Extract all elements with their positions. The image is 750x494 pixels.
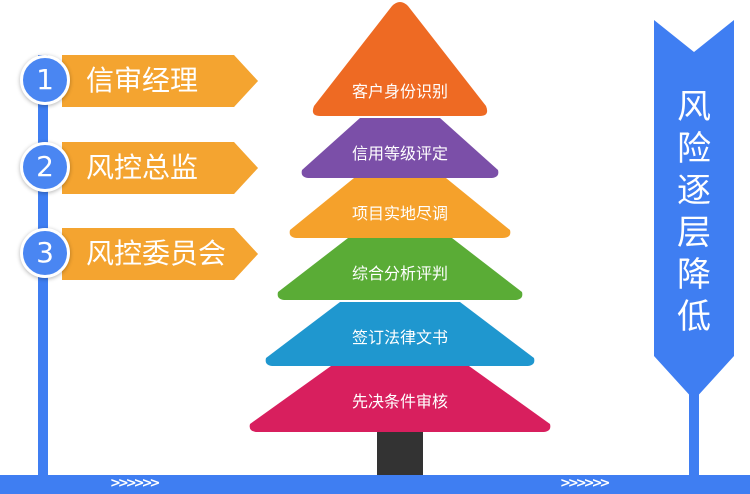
step-number-badge: 3 <box>20 228 70 278</box>
tier-5: 签订法律文书 <box>240 300 560 370</box>
banner-char: 层 <box>677 213 711 253</box>
tier-label: 综合分析评判 <box>351 264 448 283</box>
banner-char: 风 <box>677 87 711 127</box>
step-label: 风控委员会 <box>86 237 227 270</box>
tier-shape <box>289 178 511 238</box>
banner-char: 险 <box>677 129 711 169</box>
step-tab <box>62 142 258 194</box>
banner-char: 低 <box>677 297 711 337</box>
tier-shape <box>301 118 499 178</box>
chevron-right-icon: >>>>>> <box>560 476 610 491</box>
risk-banner <box>654 20 734 400</box>
tier-3: 项目实地尽调 <box>240 176 560 242</box>
tier-shape <box>265 302 535 366</box>
step-tab <box>62 228 258 280</box>
step-item-1: 信审经理 1 <box>0 55 270 107</box>
banner-char: 逐 <box>677 171 711 211</box>
tier-label: 签订法律文书 <box>351 328 448 347</box>
tier-shape <box>277 238 523 300</box>
step-number-badge: 2 <box>20 142 70 192</box>
right-frame-line <box>689 392 699 484</box>
tier-label: 先决条件审核 <box>351 392 448 411</box>
tree-trunk <box>377 426 423 478</box>
chevron-right-icon: >>>>>> <box>110 476 160 491</box>
step-item-2: 风控总监 2 <box>0 142 270 194</box>
tier-2: 信用等级评定 <box>240 116 560 182</box>
tier-label: 项目实地尽调 <box>351 204 448 223</box>
risk-banner-text: 风 险 逐 层 降 低 <box>654 86 734 338</box>
tier-label: 信用等级评定 <box>351 144 448 163</box>
step-label: 风控总监 <box>86 151 199 184</box>
step-number-badge: 1 <box>20 55 70 105</box>
tier-4: 综合分析评判 <box>240 236 560 304</box>
bottom-frame-line <box>0 475 750 494</box>
banner-char: 降 <box>677 255 711 295</box>
tier-label: 客户身份识别 <box>351 82 448 101</box>
tier-1: 客户身份识别 <box>240 0 560 122</box>
step-label: 信审经理 <box>86 64 199 97</box>
step-tab <box>62 55 258 107</box>
tier-shape <box>312 2 488 116</box>
tier-shape <box>249 366 551 432</box>
tier-6: 先决条件审核 <box>240 364 560 434</box>
step-item-3: 风控委员会 3 <box>0 228 270 280</box>
